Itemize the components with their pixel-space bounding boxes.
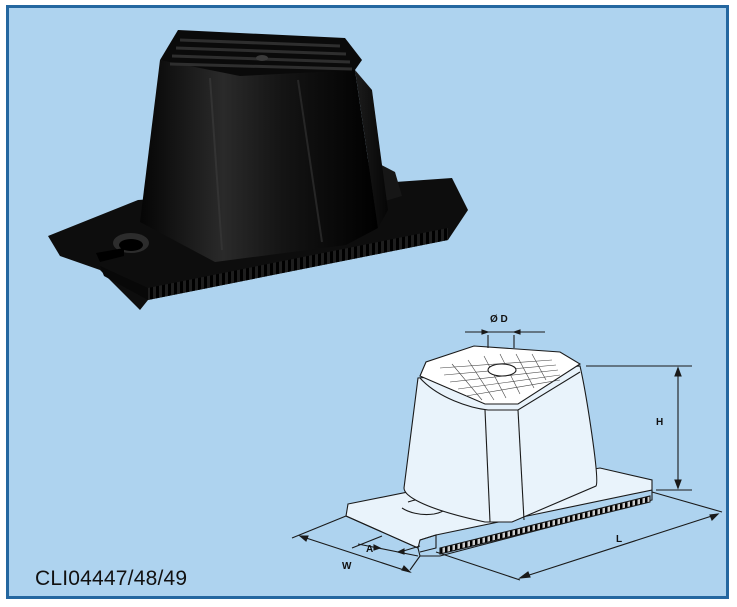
technical-line-drawing-icon	[291, 329, 723, 581]
product-code: CLI04447/48/49	[35, 567, 188, 590]
diameter-label: Ø D	[490, 314, 508, 325]
anti-vibration-mount-photo-icon	[48, 30, 468, 310]
a-dimension-label: A	[366, 544, 373, 555]
length-label: L	[616, 534, 622, 545]
height-label: H	[656, 417, 663, 428]
width-label: W	[342, 561, 352, 572]
